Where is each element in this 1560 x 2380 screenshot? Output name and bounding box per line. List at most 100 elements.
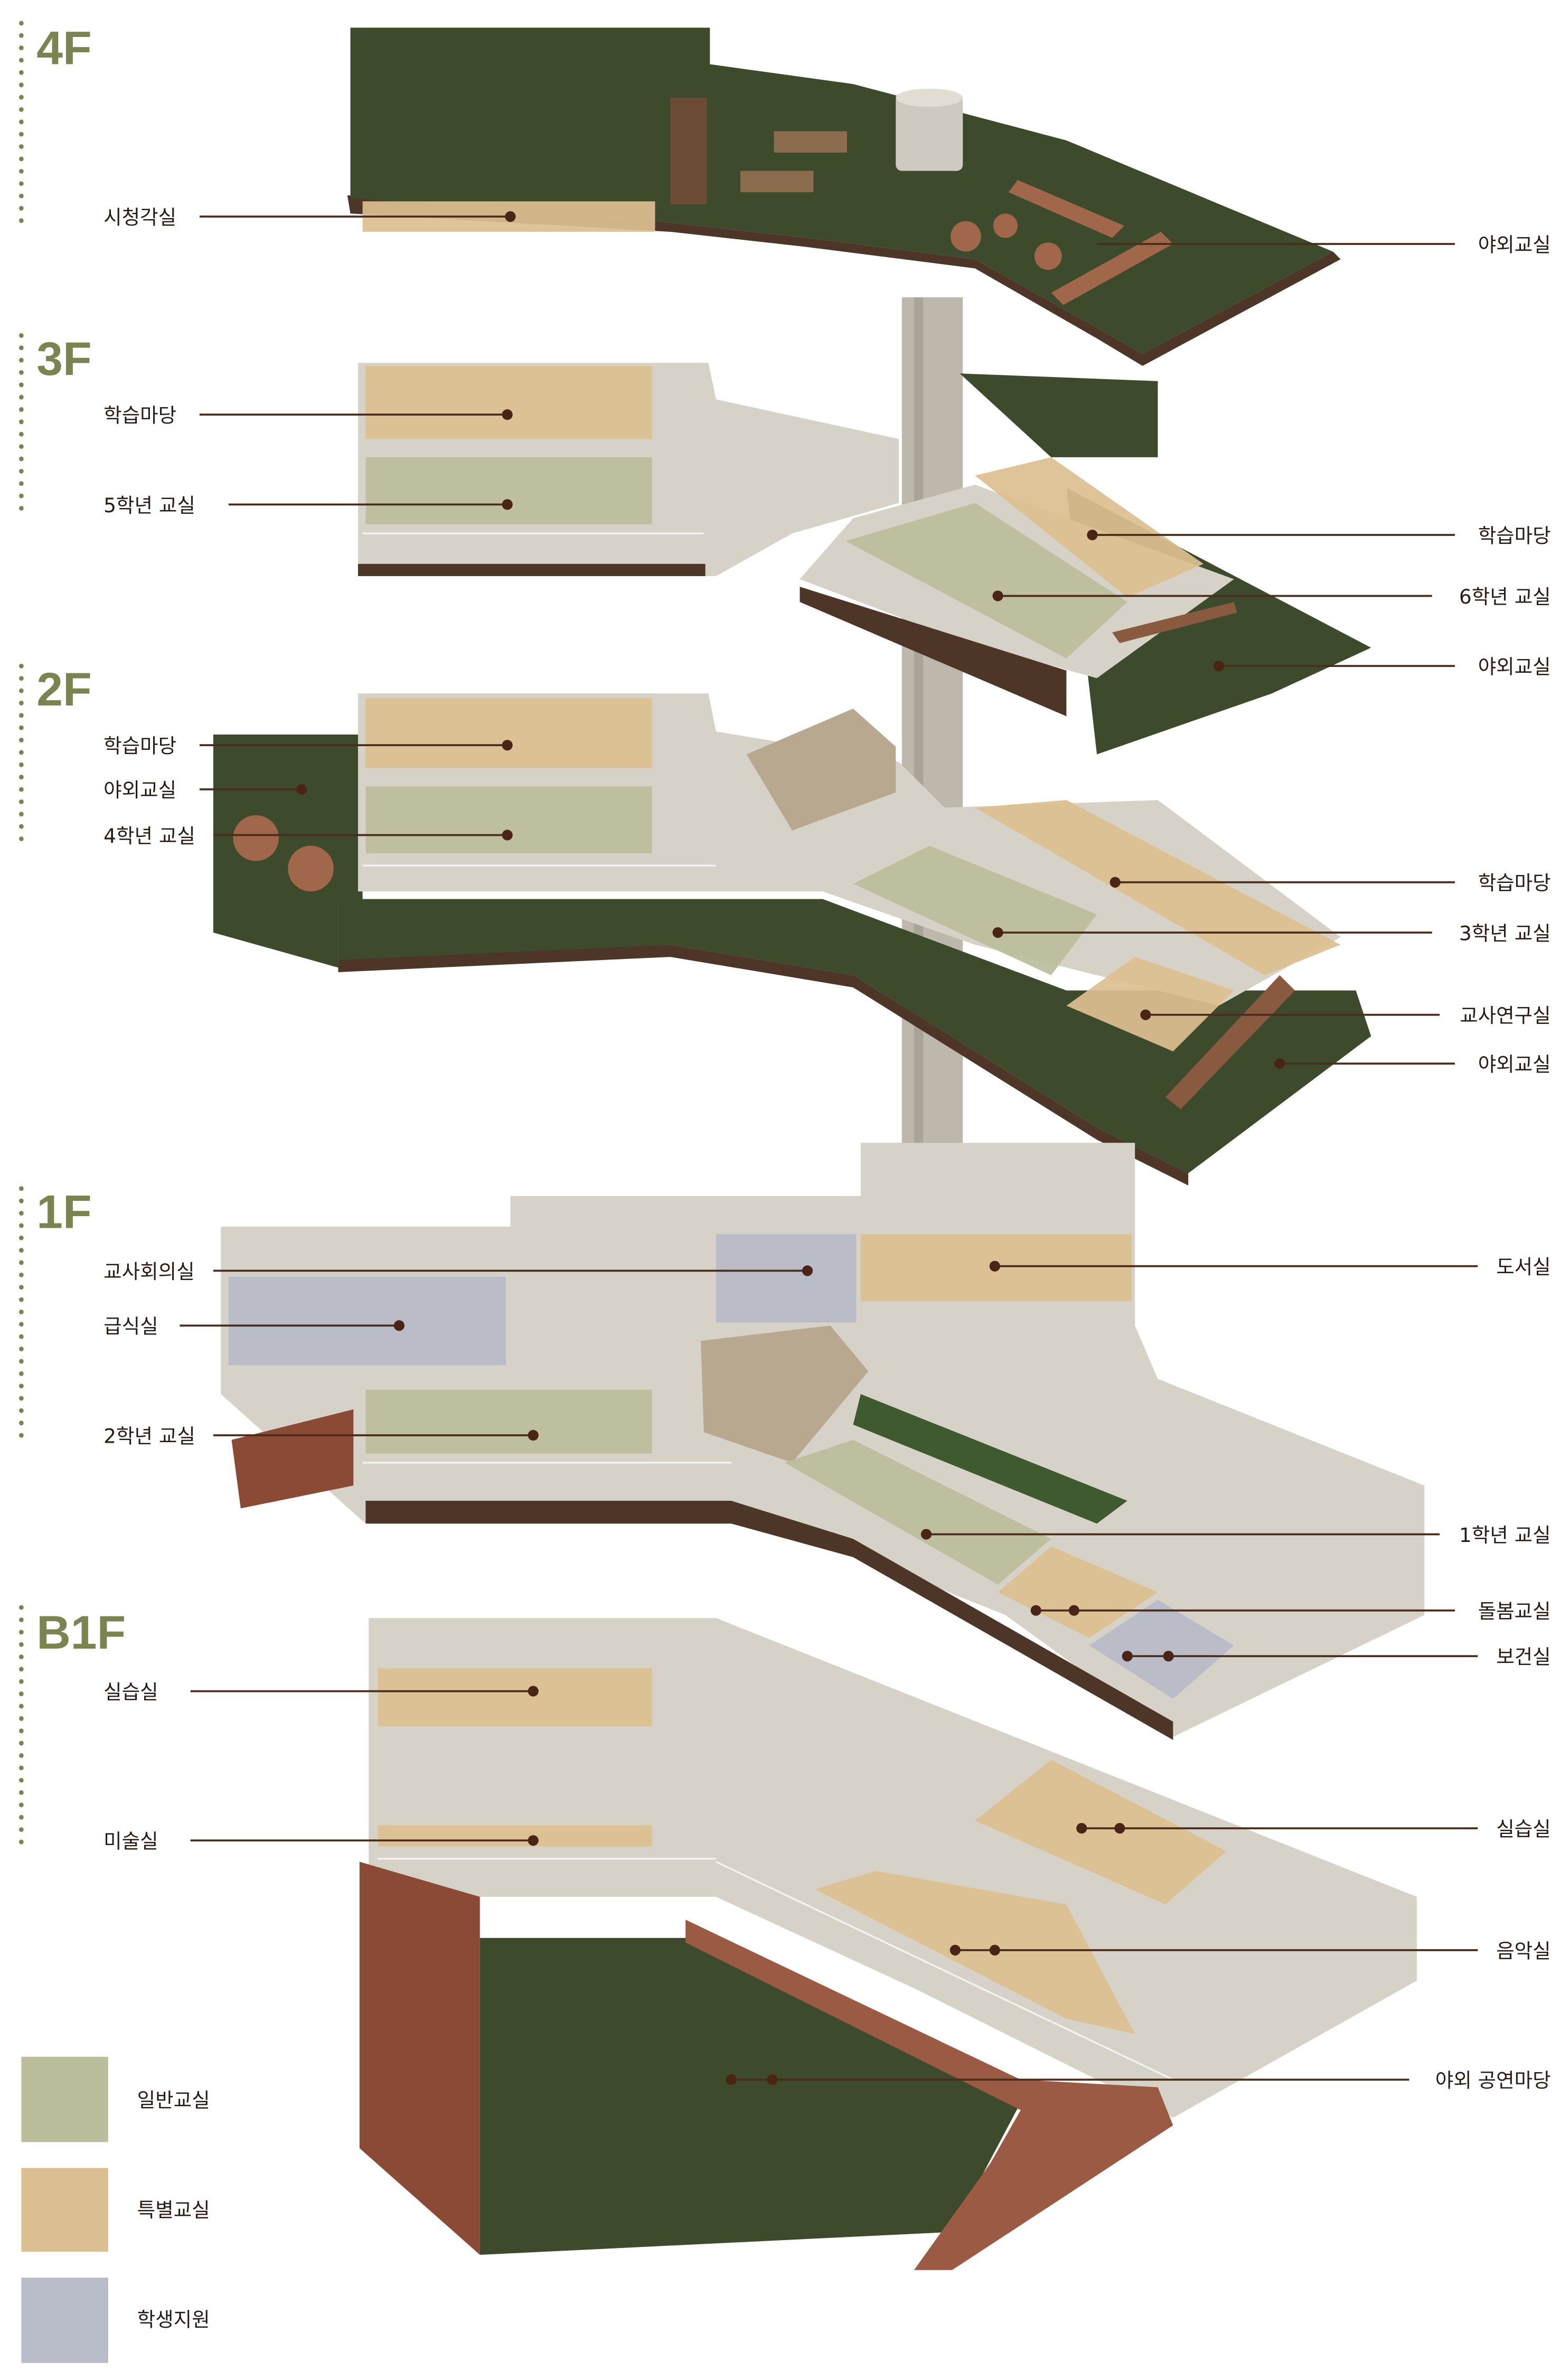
label-learning-yard: 학습마당 bbox=[1478, 871, 1551, 895]
learning-yard-3f-right bbox=[975, 457, 1204, 598]
annotation-learning-yard-3f-right: 학습마당 bbox=[1087, 524, 1551, 547]
label-grade5-classroom: 5학년 교실 bbox=[104, 494, 195, 517]
grade4-classroom bbox=[365, 786, 652, 853]
leader-dot bbox=[1140, 1009, 1151, 1020]
leader-dot bbox=[1163, 1651, 1174, 1662]
annotation-outdoor-class-3f: 야외교실 bbox=[1213, 655, 1551, 679]
legend-label-special-classroom: 특별교실 bbox=[137, 2198, 210, 2222]
leader-dot bbox=[528, 1686, 539, 1697]
planter bbox=[740, 171, 814, 192]
leader-dot bbox=[1068, 1605, 1079, 1616]
annotation-teacher-meeting-room: 교사회의실 bbox=[104, 1260, 813, 1283]
floor-2f bbox=[213, 693, 1371, 1186]
leader-dot bbox=[502, 740, 513, 751]
slab-edge bbox=[358, 563, 706, 576]
label-learning-yard: 학습마당 bbox=[104, 735, 176, 758]
seat bbox=[993, 213, 1018, 238]
leader-dot bbox=[726, 2074, 737, 2085]
annotations-right: 야외교실 학습마당 6학년 교실 야외교실 학습마당 3학년 교실 교사연구실 bbox=[726, 233, 1551, 2092]
label-outdoor-class: 야외교실 bbox=[1478, 1052, 1551, 1076]
amphitheater-stairs bbox=[700, 1325, 869, 1463]
annotation-grade4-classroom: 4학년 교실 bbox=[104, 824, 513, 848]
annotation-learning-yard-2f: 학습마당 bbox=[104, 735, 513, 758]
teacher-research-room bbox=[1066, 957, 1234, 1051]
annotation-practice-room-right: 실습실 bbox=[1076, 1818, 1551, 1841]
leader-dot bbox=[1114, 1823, 1125, 1834]
annotation-learning-yard-2f-right: 학습마당 bbox=[1110, 871, 1551, 895]
leader-dot bbox=[992, 927, 1003, 938]
leader-dot bbox=[767, 2074, 778, 2085]
annotation-grade2-classroom: 2학년 교실 bbox=[104, 1424, 539, 1447]
label-library: 도서실 bbox=[1496, 1255, 1551, 1278]
stair-opening bbox=[670, 98, 707, 205]
leader-dot bbox=[802, 1265, 813, 1276]
leader-dot bbox=[1087, 529, 1098, 541]
annotation-teacher-research-room: 교사연구실 bbox=[1140, 1004, 1551, 1027]
grade2-classroom bbox=[365, 1389, 652, 1454]
stair-tower bbox=[896, 95, 963, 171]
annotation-art-room: 미술실 bbox=[104, 1830, 539, 1853]
floor-3f bbox=[358, 363, 1371, 755]
label-outdoor-class: 야외교실 bbox=[1478, 655, 1551, 679]
seat bbox=[1034, 242, 1062, 270]
legend-swatch-general-classroom bbox=[21, 2056, 108, 2142]
floor-label-4f: 4F bbox=[36, 22, 91, 74]
leader-dot bbox=[393, 1320, 405, 1331]
leader-dot bbox=[502, 409, 513, 420]
label-grade2-classroom: 2학년 교실 bbox=[104, 1424, 195, 1447]
health-room bbox=[1089, 1600, 1234, 1699]
practice-room-left bbox=[378, 1668, 652, 1726]
round-table bbox=[288, 845, 334, 892]
label-grade3-classroom: 3학년 교실 bbox=[1459, 921, 1551, 945]
stair bbox=[231, 1409, 354, 1509]
label-care-classroom: 돌봄교실 bbox=[1478, 1600, 1551, 1623]
bench bbox=[1051, 231, 1173, 305]
care-classroom bbox=[998, 1546, 1158, 1638]
annotation-audiovisual-room: 시청각실 bbox=[104, 206, 516, 229]
leader-dot bbox=[992, 590, 1003, 601]
label-health-room: 보건실 bbox=[1496, 1645, 1551, 1669]
leader-dot bbox=[1122, 1651, 1133, 1662]
label-cafeteria: 급식실 bbox=[104, 1315, 158, 1338]
label-teacher-research-room: 교사연구실 bbox=[1460, 1004, 1551, 1027]
leader-dot bbox=[1030, 1605, 1041, 1616]
leader-dot bbox=[1110, 877, 1121, 888]
leader-dot bbox=[920, 1529, 932, 1540]
label-grade1-classroom: 1학년 교실 bbox=[1459, 1523, 1551, 1547]
outdoor-performance-yard bbox=[480, 1937, 1021, 2255]
brick-walkway bbox=[685, 1920, 1173, 2270]
stair bbox=[1165, 975, 1295, 1109]
annotation-grade6-classroom: 6학년 교실 bbox=[992, 585, 1551, 608]
annotation-practice-room-left: 실습실 bbox=[104, 1680, 539, 1704]
label-learning-yard: 학습마당 bbox=[1478, 524, 1551, 547]
legend: 일반교실 특별교실 학생지원 bbox=[21, 2056, 210, 2363]
learning-yard-2f-right bbox=[975, 800, 1341, 975]
grade3-classroom bbox=[853, 845, 1097, 975]
leader-dot bbox=[528, 1835, 539, 1846]
label-outdoor-performance-yard: 야외 공연마당 bbox=[1435, 2069, 1551, 2092]
label-grade4-classroom: 4학년 교실 bbox=[104, 824, 195, 848]
floor-2f-slab bbox=[358, 693, 1341, 1006]
outdoor-class-2f-left bbox=[213, 734, 363, 968]
music-room bbox=[815, 1870, 1135, 2034]
brick-wall bbox=[359, 1861, 480, 2255]
label-music-room: 음악실 bbox=[1496, 1939, 1551, 1962]
practice-room-right bbox=[975, 1760, 1227, 1905]
annotation-grade1-classroom: 1학년 교실 bbox=[920, 1523, 1551, 1547]
leader-dot bbox=[950, 1944, 961, 1956]
annotation-grade3-classroom: 3학년 교실 bbox=[992, 921, 1551, 945]
leader-dot bbox=[296, 784, 307, 795]
floor-label-3f: 3F bbox=[36, 332, 91, 385]
legend-label-student-support: 학생지원 bbox=[137, 2308, 210, 2331]
grade5-classroom bbox=[365, 457, 652, 524]
floor-b1f bbox=[359, 1618, 1417, 2270]
label-teacher-meeting-room: 교사회의실 bbox=[104, 1260, 195, 1283]
leader-dot bbox=[502, 830, 513, 841]
floor-label-1f: 1F bbox=[36, 1186, 91, 1238]
leader-dot bbox=[989, 1260, 1000, 1272]
label-art-room: 미술실 bbox=[104, 1830, 158, 1853]
label-outdoor-class: 야외교실 bbox=[1478, 233, 1551, 256]
leader-dot bbox=[502, 499, 513, 510]
learning-yard-3f-left bbox=[365, 365, 652, 439]
